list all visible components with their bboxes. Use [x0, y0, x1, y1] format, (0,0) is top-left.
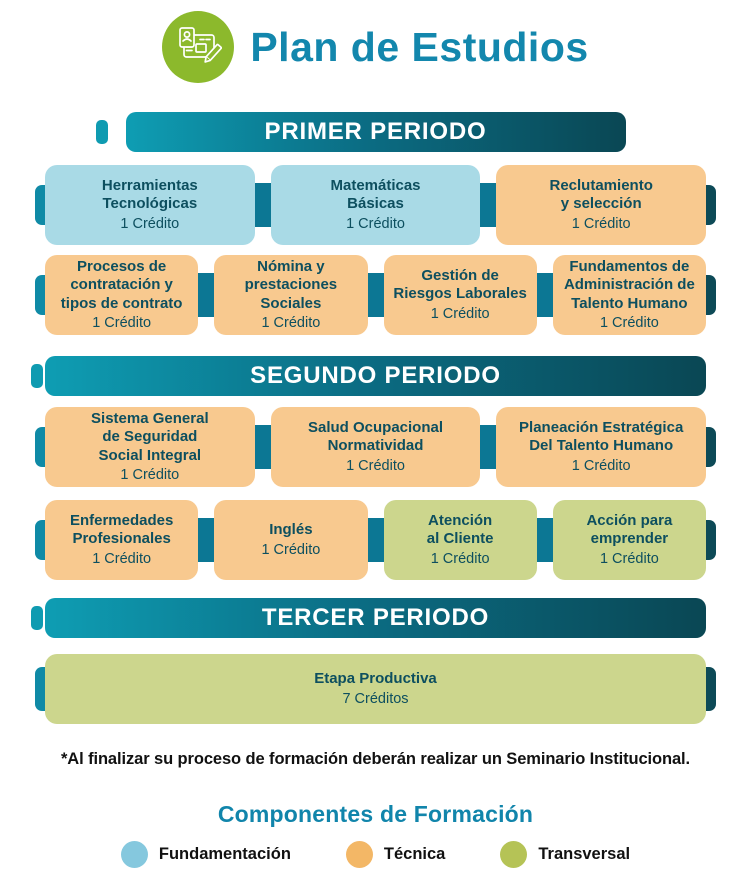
- course-name: Salud Ocupacional Normatividad: [307, 419, 444, 455]
- course-box: Gestión de Riesgos Laborales 1 Crédito: [383, 255, 537, 335]
- course-box: Etapa Productiva 7 Créditos: [45, 654, 706, 724]
- legend-item-tecnica: Técnica: [345, 841, 446, 868]
- connector: [254, 407, 271, 487]
- connector: [480, 165, 497, 245]
- banner: PRIMER PERIODO: [125, 112, 626, 152]
- course-name: Gestión de Riesgos Laborales: [393, 267, 527, 303]
- course-box: Reclutamiento y selección 1 Crédito: [496, 165, 707, 245]
- course-credits: 1 Crédito: [92, 314, 152, 331]
- footnote: *Al finalizar su proceso de formación de…: [60, 750, 691, 768]
- course-box: Sistema General de Seguridad Social Inte…: [45, 407, 255, 487]
- banner-left-tab: [31, 606, 43, 630]
- course-box: Procesos de contratación y tipos de cont…: [45, 255, 199, 335]
- course-box: Salud Ocupacional Normatividad 1 Crédito: [270, 407, 481, 487]
- banner-left-tab: [31, 364, 43, 388]
- course-credits: 1 Crédito: [599, 550, 659, 567]
- course-box: Acción para emprender 1 Crédito: [552, 500, 706, 580]
- connector: [536, 500, 553, 580]
- course-name: Fundamentos de Administración de Talento…: [563, 257, 695, 312]
- course-name: Inglés: [269, 521, 313, 539]
- course-name: Enfermedades Profesionales: [69, 512, 174, 548]
- connector: [254, 165, 271, 245]
- legend-title: Componentes de Formación: [217, 801, 534, 827]
- course-credits: 1 Crédito: [92, 550, 152, 567]
- course-row: Etapa Productiva 7 Créditos: [35, 654, 716, 724]
- course-credits: 1 Crédito: [599, 314, 659, 331]
- course-box: Fundamentos de Administración de Talento…: [552, 255, 706, 335]
- course-name: Acción para emprender: [586, 512, 673, 548]
- course-name: Etapa Productiva: [314, 670, 437, 688]
- course-name: Atención al Cliente: [426, 512, 494, 548]
- course-credits: 1 Crédito: [346, 215, 405, 232]
- fundamentacion-color-dot: [120, 841, 148, 868]
- legend-label: Técnica: [383, 845, 446, 863]
- connector: [480, 407, 497, 487]
- course-credits: 1 Crédito: [571, 457, 631, 474]
- course-credits: 1 Crédito: [346, 457, 405, 474]
- course-name: Procesos de contratación y tipos de cont…: [60, 257, 183, 312]
- header: Plan de Estudios: [0, 0, 751, 86]
- banner: SEGUNDO PERIODO: [45, 356, 706, 396]
- course-row: Sistema General de Seguridad Social Inte…: [35, 407, 716, 487]
- period-title: TERCER PERIODO: [261, 604, 490, 631]
- period-banner-primer: PRIMER PERIODO: [95, 112, 626, 152]
- period-title: SEGUNDO PERIODO: [250, 362, 501, 389]
- transversal-color-dot: [500, 841, 528, 868]
- course-credits: 1 Crédito: [430, 305, 490, 322]
- course-credits: 1 Crédito: [120, 466, 180, 483]
- course-credits: 1 Crédito: [571, 215, 631, 232]
- course-name: Sistema General de Seguridad Social Inte…: [91, 409, 209, 464]
- course-credits: 1 Crédito: [261, 314, 321, 331]
- study-plan-clipboard-pencil-icon: [162, 11, 235, 83]
- course-box: Inglés 1 Crédito: [214, 500, 368, 580]
- course-name: Matemáticas Básicas: [330, 177, 421, 213]
- course-box: Nómina y prestaciones Sociales 1 Crédito: [214, 255, 368, 335]
- course-box: Enfermedades Profesionales 1 Crédito: [45, 500, 199, 580]
- connector: [367, 500, 384, 580]
- course-name: Herramientas Tecnológicas: [101, 177, 198, 213]
- banner: TERCER PERIODO: [45, 598, 706, 638]
- connector: [198, 500, 215, 580]
- connector: [536, 255, 553, 335]
- course-credits: 7 Créditos: [342, 690, 409, 707]
- course-row: Enfermedades Profesionales 1 Crédito Ing…: [35, 500, 716, 580]
- course-box: Matemáticas Básicas 1 Crédito: [270, 165, 481, 245]
- course-name: Planeación Estratégica Del Talento Human…: [519, 419, 684, 455]
- course-credits: 1 Crédito: [120, 215, 180, 232]
- course-row: Procesos de contratación y tipos de cont…: [35, 255, 716, 335]
- connector: [198, 255, 215, 335]
- course-box: Atención al Cliente 1 Crédito: [383, 500, 537, 580]
- course-box: Herramientas Tecnológicas 1 Crédito: [45, 165, 255, 245]
- legend: Fundamentación Técnica Transversal: [0, 841, 751, 868]
- banner-left-tab: [95, 120, 108, 144]
- period-banner-segundo: SEGUNDO PERIODO: [31, 356, 706, 396]
- legend-label: Transversal: [538, 845, 631, 863]
- legend-item-fundamentacion: Fundamentación: [120, 841, 291, 868]
- period-title: PRIMER PERIODO: [264, 118, 487, 145]
- course-name: Nómina y prestaciones Sociales: [244, 257, 338, 312]
- legend-label: Fundamentación: [158, 845, 291, 863]
- connector: [367, 255, 384, 335]
- course-credits: 1 Crédito: [430, 550, 490, 567]
- course-row: Herramientas Tecnológicas 1 Crédito Mate…: [35, 165, 716, 245]
- tecnica-color-dot: [345, 841, 373, 868]
- page-title: Plan de Estudios: [250, 23, 589, 70]
- legend-item-transversal: Transversal: [500, 841, 630, 868]
- period-banner-tercer: TERCER PERIODO: [31, 598, 706, 638]
- course-box: Planeación Estratégica Del Talento Human…: [496, 407, 707, 487]
- course-name: Reclutamiento y selección: [549, 177, 653, 213]
- course-credits: 1 Crédito: [261, 541, 321, 558]
